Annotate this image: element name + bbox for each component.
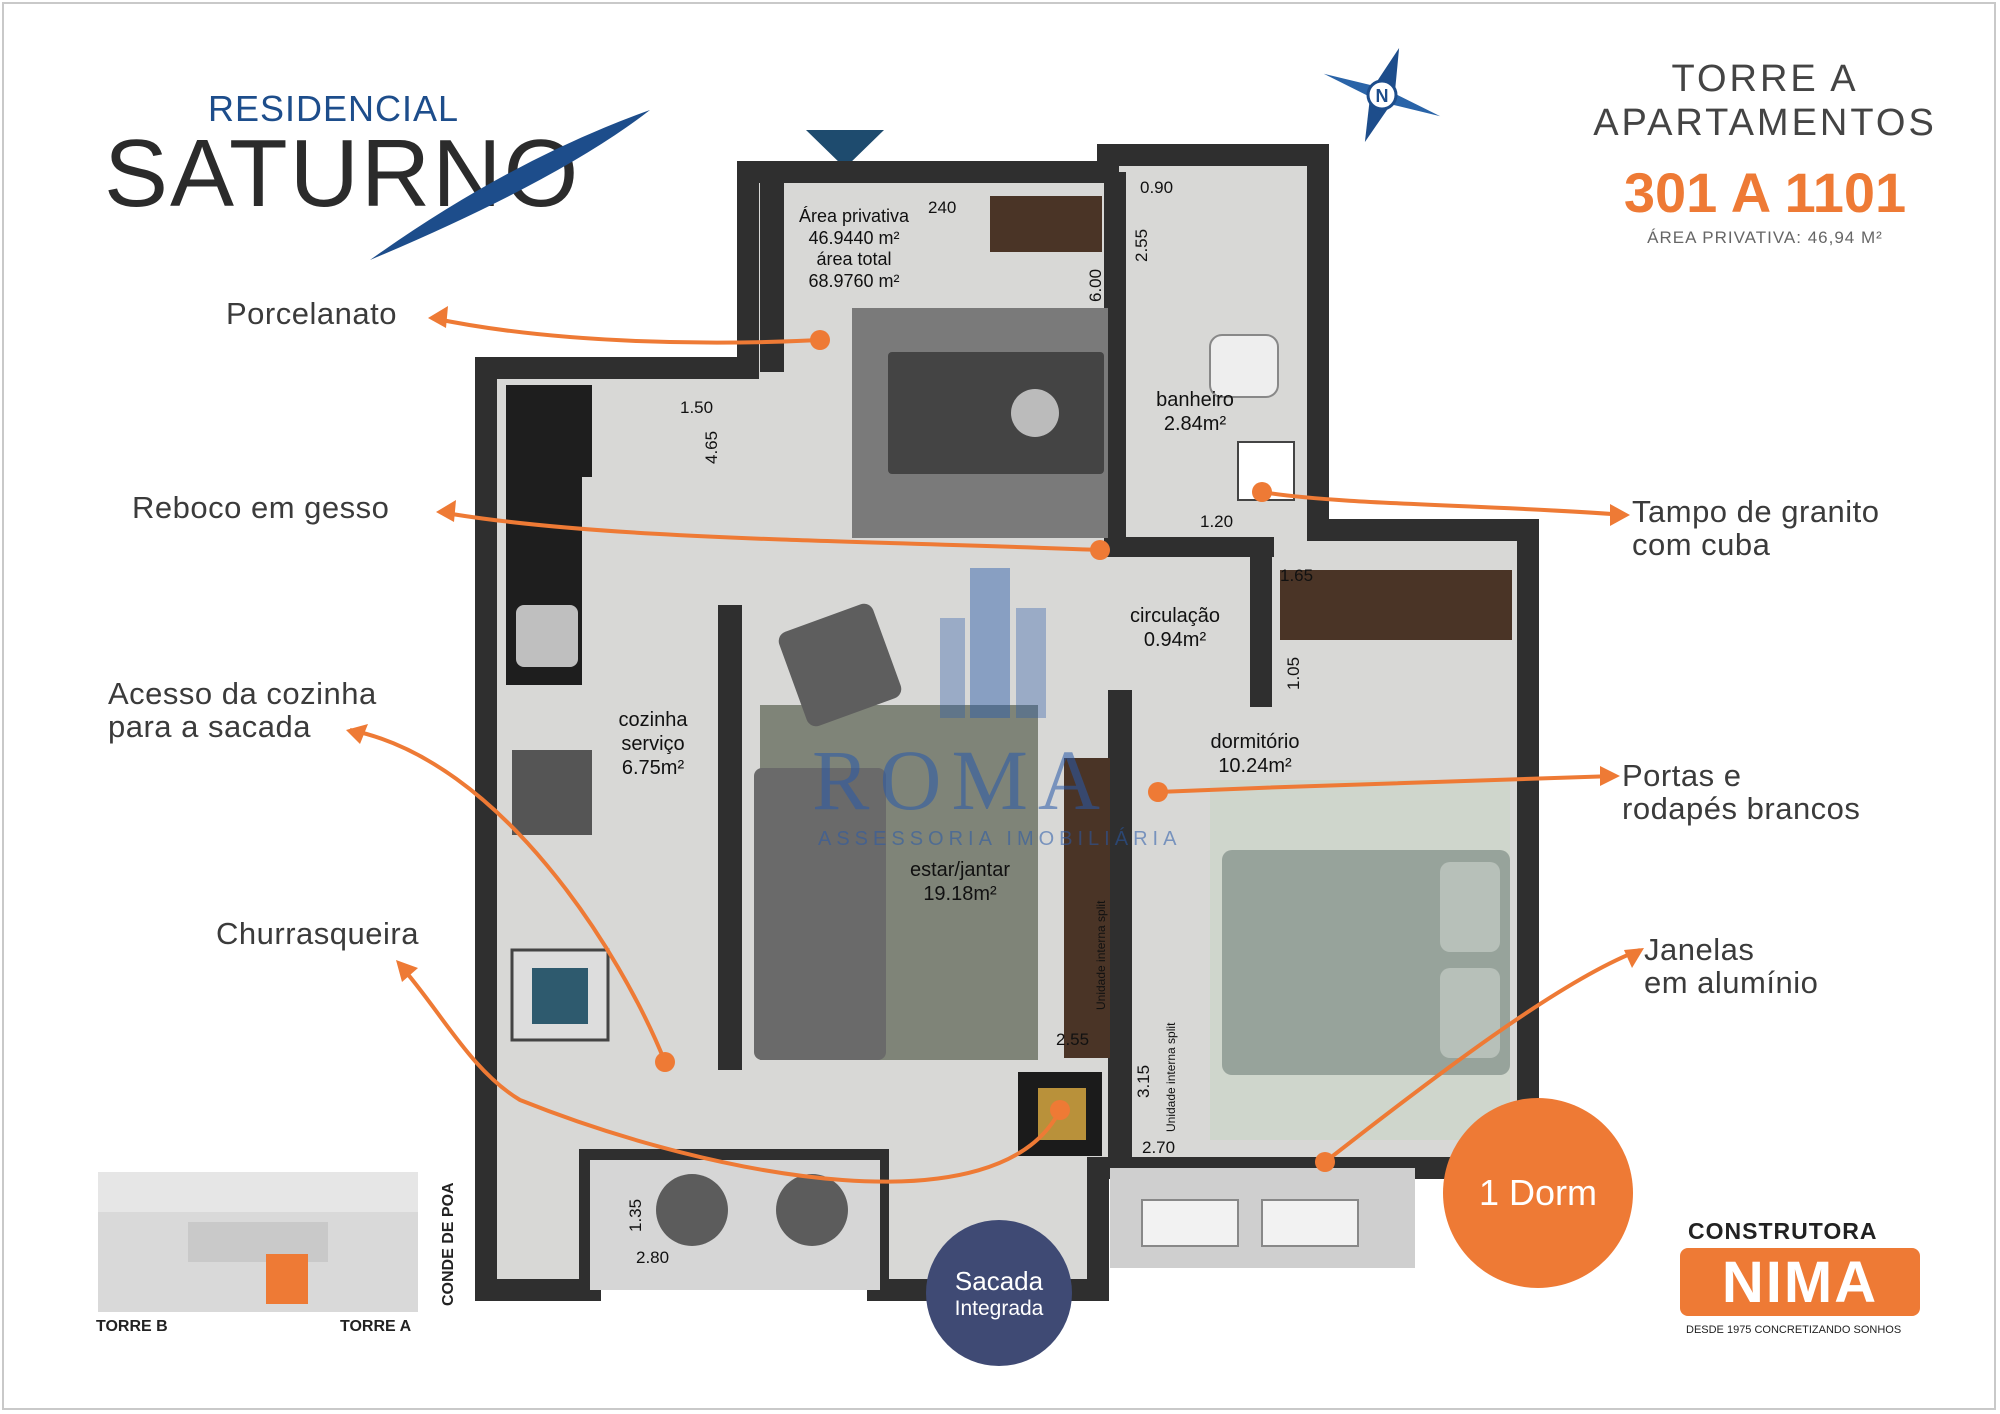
dining-table <box>888 352 1104 474</box>
arrow-porcelanato <box>431 316 821 345</box>
dim-label: 1.65 <box>1280 566 1314 585</box>
balcony-chair-icon-2 <box>776 1174 848 1246</box>
arrow-reboco <box>439 510 1101 552</box>
split-label: Unidade interna split <box>1164 1022 1178 1132</box>
site-plan <box>98 1172 418 1312</box>
room-cozinha: cozinha serviço 6.75m² <box>618 709 688 779</box>
circulation-wall <box>1250 557 1272 707</box>
bathroom-wall <box>1104 172 1126 537</box>
dim-label: 1.20 <box>1200 512 1234 531</box>
nima-logo: NIMA <box>1680 1248 1920 1316</box>
feature-reboco: Reboco em gesso <box>132 490 390 525</box>
dorm-wall <box>1108 690 1132 1168</box>
private-area: ÁREA PRIVATIVA: 46,94 M² <box>1647 228 1883 247</box>
entrance-marker-icon <box>806 130 884 168</box>
dim-label: 240 <box>928 198 957 217</box>
feature-acesso: Acesso da cozinha para a sacada <box>108 676 377 744</box>
compass-letter: N <box>1376 86 1389 106</box>
dim-label: 1.35 <box>626 1198 645 1232</box>
pillow-icon <box>1440 862 1500 952</box>
centerpiece-icon <box>1011 389 1059 437</box>
callout-arrowheads <box>346 306 1644 982</box>
arrow-janelas <box>1323 948 1641 1164</box>
dorm-badge: 1 Dorm <box>1443 1098 1633 1288</box>
pillow-icon-2 <box>1440 968 1500 1058</box>
bookshelf-icon <box>990 196 1102 252</box>
ac-unit-icon-2 <box>1261 1199 1359 1247</box>
roma-building-icon <box>940 568 1046 718</box>
room-dormitorio: dormitório 10.24m² <box>1210 731 1300 777</box>
tv-panel-icon <box>1064 758 1110 1058</box>
saturn-ring-icon <box>370 110 650 260</box>
dim-label: 2.80 <box>636 1248 670 1267</box>
dim-label: 2.55 <box>1132 228 1151 262</box>
room-banheiro: banheiro 2.84m² <box>1156 389 1234 435</box>
site-street: CONDE DE POA <box>440 1182 457 1306</box>
balcony-chair-icon <box>656 1174 728 1246</box>
builder-top: CONSTRUTORA <box>1688 1218 1878 1244</box>
bed-icon <box>1222 850 1510 1075</box>
watermark-name: ROMA <box>812 732 1111 828</box>
brand-top-text: RESIDENCIAL <box>208 88 460 129</box>
kitchen-counter-corner <box>506 385 592 477</box>
bathroom-bottom-wall <box>1104 537 1274 557</box>
feature-tampo: Tampo de granito com cuba <box>1632 494 1880 562</box>
sink-icon <box>516 605 578 667</box>
room-estar: estar/jantar 19.18m² <box>909 859 1011 905</box>
site-tower-b: TORRE B <box>96 1318 168 1335</box>
feature-portas: Portas e rodapés brancos <box>1622 758 1861 826</box>
builder-name: NIMA <box>1721 1249 1879 1315</box>
arrow-churrasqueira <box>398 963 1062 1184</box>
dim-label: 6.00 <box>1086 268 1105 302</box>
tower-subtitle: APARTAMENTOS <box>1593 101 1937 144</box>
builder-tagline: DESDE 1975 CONCRETIZANDO SONHOS <box>1686 1324 1902 1336</box>
sacada-badge: Sacada Integrada <box>926 1220 1072 1366</box>
callout-dots <box>655 330 1335 1172</box>
tower-title: TORRE A APARTAMENTOS <box>1560 58 1970 145</box>
feature-janelas: Janelas em alumínio <box>1644 932 1819 1000</box>
brand-name: SATURNO <box>104 120 581 227</box>
toilet-icon <box>1209 334 1279 398</box>
callout-arrows <box>349 316 1641 1184</box>
dim-label: 2.70 <box>1142 1138 1176 1157</box>
dim-label: 4.65 <box>702 430 721 464</box>
compass-rose-icon: N <box>1323 48 1441 142</box>
split-label: Unidade interna split <box>1094 900 1108 1010</box>
unit-highlight <box>266 1254 308 1304</box>
dim-label: 2.55 <box>1056 1030 1090 1049</box>
sacada-line2: Integrada <box>954 1296 1044 1320</box>
dim-label: 1.05 <box>1284 656 1303 690</box>
room-circulacao: circulação 0.94m² <box>1129 605 1221 651</box>
tower-name: TORRE A <box>1671 58 1859 100</box>
arrow-acesso <box>349 728 667 1063</box>
watermark-sub: ASSESSORIA IMOBILIÁRIA <box>818 828 1182 850</box>
entry-wall <box>760 172 784 372</box>
units-range: 301 A 1101 <box>1623 161 1907 224</box>
site-tower-a: TORRE A <box>340 1318 412 1335</box>
arrow-portas <box>1157 774 1616 794</box>
dim-label: 3.15 <box>1134 1064 1153 1098</box>
arrow-tampo <box>1261 490 1626 517</box>
feature-porcelanato: Porcelanato <box>226 296 397 331</box>
feature-churrasqueira: Churrasqueira <box>216 916 419 951</box>
kitchen-partition <box>718 605 742 1070</box>
armchair-icon <box>778 603 902 727</box>
cooktop-icon <box>512 750 592 835</box>
dim-label: 1.50 <box>680 398 714 417</box>
wardrobe-icon <box>1280 570 1512 640</box>
dim-label: 0.90 <box>1140 178 1174 197</box>
sofa-icon <box>754 768 886 1060</box>
sacada-line1: Sacada <box>954 1265 1044 1296</box>
ac-unit-icon <box>1141 1199 1239 1247</box>
washer-door <box>532 968 588 1024</box>
area-block: Área privativa 46.9440 m² área total 68.… <box>798 206 910 291</box>
